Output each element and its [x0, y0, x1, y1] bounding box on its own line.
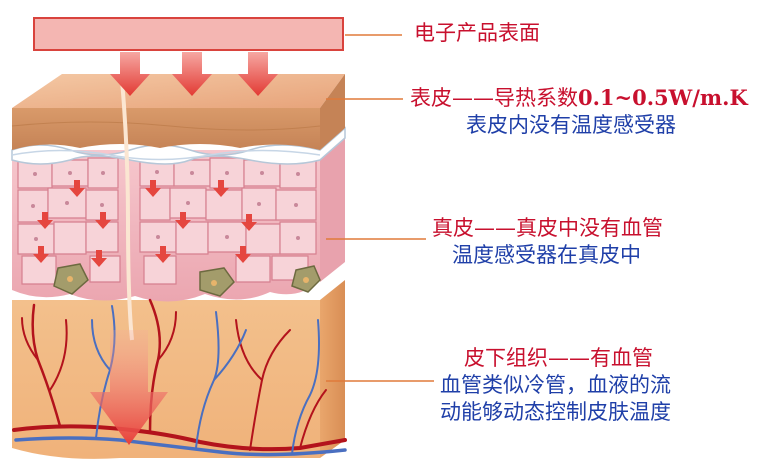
subcutaneous-note-2: 动能够动态控制皮肤温度: [440, 399, 671, 426]
epidermis-conductivity: 0.1~0.5W/m.K: [578, 85, 748, 110]
dermis-title: 真皮——真皮中没有血管: [432, 215, 663, 242]
subcutaneous-title: 皮下组织——有血管: [440, 345, 671, 372]
surface-heat-arrows: [110, 52, 278, 96]
thermoreceptor-icon: [292, 266, 320, 292]
epidermis-note: 表皮内没有温度感受器: [410, 112, 748, 139]
subcutaneous-note-1: 血管类似冷管，血液的流: [440, 372, 671, 399]
epidermis-title: 表皮——导热系数: [410, 86, 578, 110]
dermis-note: 温度感受器在真皮中: [432, 242, 663, 269]
epidermis-label: 表皮——导热系数0.1~0.5W/m.K 表皮内没有温度感受器: [410, 84, 748, 139]
subcutaneous-label: 皮下组织——有血管 血管类似冷管，血液的流 动能够动态控制皮肤温度: [440, 345, 671, 426]
subcutaneous-side: [320, 280, 345, 458]
electronic-surface-plate: [34, 18, 343, 50]
surface-label: 电子产品表面: [414, 20, 540, 47]
dermis-label: 真皮——真皮中没有血管 温度感受器在真皮中: [432, 215, 663, 269]
